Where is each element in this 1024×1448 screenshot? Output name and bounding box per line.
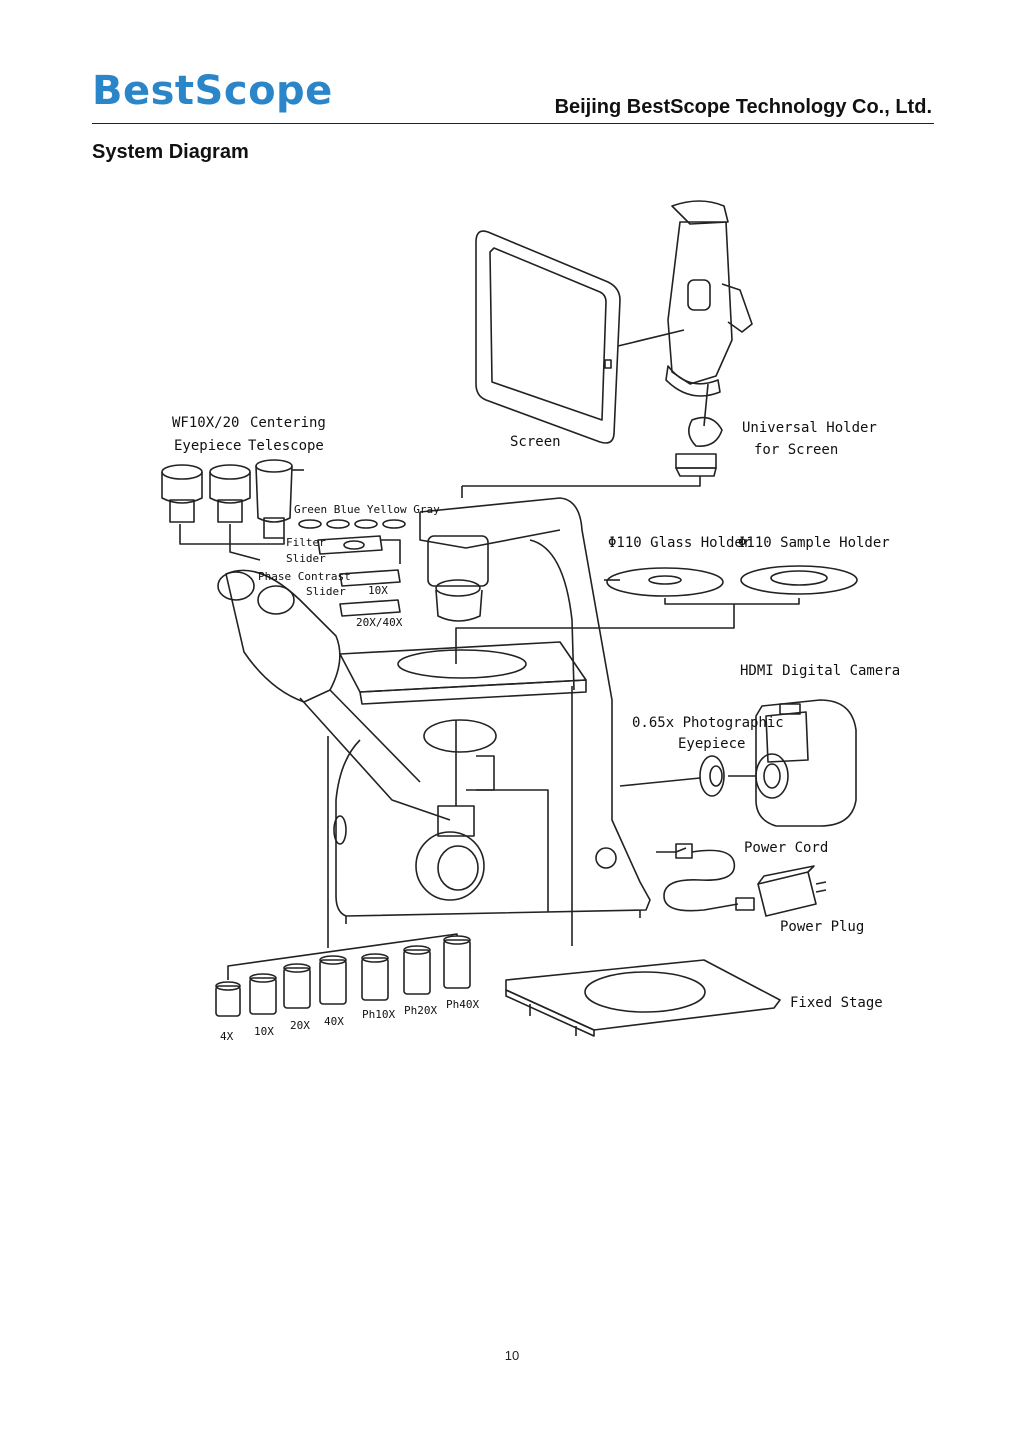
objective-label: 40X: [324, 1015, 344, 1028]
objective-label: Ph10X: [362, 1008, 395, 1021]
company-logo: BestScope: [92, 68, 333, 114]
telescope-label-2: Telescope: [248, 438, 324, 454]
objective-label: 4X: [220, 1030, 234, 1043]
objective-label: Ph20X: [404, 1004, 437, 1017]
photo-eyepiece-label-1: 0.65x Photographic: [632, 715, 784, 731]
camera-illustration: [619, 699, 857, 827]
power-cord-label: Power Cord: [744, 840, 828, 856]
filter-slider-label-1: Filter: [286, 536, 326, 549]
telescope-label-1: Centering: [250, 415, 326, 431]
objective-label: 20X: [290, 1019, 310, 1032]
power-plug-label: Power Plug: [780, 919, 864, 935]
phase-slider-label-2: Slider: [306, 585, 346, 598]
holder-label-2: for Screen: [754, 442, 838, 458]
phase-slider-label-1: Phase Contrast: [258, 570, 351, 583]
sample-holder-label: Φ110 Sample Holder: [738, 535, 890, 551]
objective-label: Ph40X: [446, 998, 479, 1011]
photo-eyepiece-label-2: Eyepiece: [678, 736, 745, 752]
holder-label-1: Universal Holder: [742, 420, 877, 436]
camera-label: HDMI Digital Camera: [740, 663, 900, 679]
objectives-illustration: [215, 736, 471, 1017]
screen-illustration: [475, 230, 621, 444]
filter-slider-illustrations: [298, 519, 406, 617]
holder-plates-illustration: [455, 565, 858, 664]
filter-slider-label-2: Slider: [286, 552, 326, 565]
eyepiece-illustrations: [161, 459, 304, 561]
slider-10x-label: 10X: [368, 584, 388, 597]
header-divider: [92, 123, 934, 124]
eyepiece-label-1: WF10X/20: [172, 415, 239, 431]
power-accessories-illustration: [656, 843, 827, 917]
objective-label: 10X: [254, 1025, 274, 1038]
slider-20x40x-label: 20X/40X: [356, 616, 403, 629]
eyepiece-label-2: Eyepiece: [174, 438, 241, 454]
filters-label: Green Blue Yellow Gray: [294, 503, 440, 516]
fixed-stage-illustration: [505, 686, 781, 1037]
company-name: Beijing BestScope Technology Co., Ltd.: [554, 96, 932, 118]
universal-holder-illustration: [617, 200, 753, 477]
glass-holder-label: Φ110 Glass Holder: [608, 535, 751, 551]
connector-holder: [462, 476, 701, 487]
microscope-illustration: [217, 497, 651, 924]
screen-label: Screen: [510, 434, 561, 450]
fixed-stage-label: Fixed Stage: [790, 995, 883, 1011]
section-title: System Diagram: [92, 141, 249, 163]
page-number: 10: [504, 1348, 520, 1363]
